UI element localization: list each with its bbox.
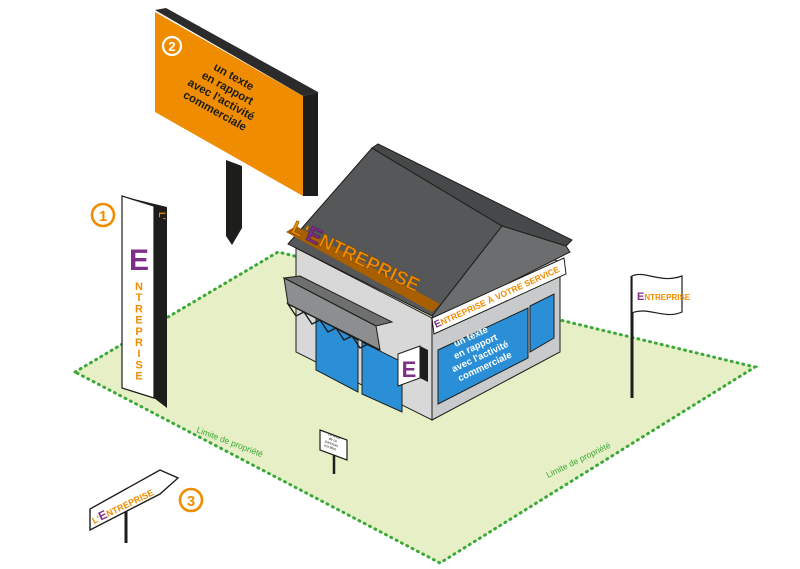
billboard: 2 un texte en rapport avec l'activité co… [155, 8, 318, 245]
flag-cloth [631, 273, 683, 316]
totem-number-badge [90, 202, 116, 228]
shop-roof-sign-back [286, 226, 440, 312]
arrow-sign-number-badge [178, 487, 204, 513]
totem-side-prefix: L' [157, 212, 167, 220]
flag-rest: NTREPRISE [644, 293, 690, 302]
shop-roof-ridge [371, 143, 573, 247]
shop-front-window-right [361, 341, 403, 413]
shop-building: un texte en rapport avec l'activité comm… [282, 143, 573, 421]
arrow-sign-board [89, 469, 180, 532]
shop-blade-sign-edge [420, 346, 428, 382]
totem-letter: S [135, 359, 142, 371]
billboard-panel [155, 12, 303, 196]
small-panel-line-3: panneau [324, 439, 339, 448]
shop-blade-sign [397, 345, 421, 387]
totem-letters: NTREPRISE [135, 281, 143, 383]
shop-side-banner [431, 257, 567, 335]
totem-number: 1 [99, 208, 107, 225]
small-panel-line-1: Le texte [328, 432, 341, 440]
small-panel-line-2: de ce [328, 437, 338, 444]
totem-letter: R [135, 303, 143, 315]
billboard-number-badge [161, 35, 183, 57]
totem-letter: I [137, 348, 140, 360]
totem-letter: E [135, 371, 142, 383]
totem-letter: N [135, 281, 143, 293]
shop-side-window-panel [437, 307, 529, 405]
totem-letter: T [136, 292, 143, 304]
arrow-sign-prefix: L' [90, 513, 101, 525]
billboard-panel-edge [155, 8, 318, 96]
small-panel-board [319, 429, 348, 461]
small-panel: Le texte de ce panneau est libre [319, 429, 348, 474]
arrow-sign-number: 3 [187, 493, 195, 510]
billboard-number: 2 [168, 39, 175, 54]
arrow-sign: L'ENTREPRISE 3 [89, 469, 204, 543]
shop-blade-initial: E [402, 357, 417, 382]
shop-side-banner-initial: E [433, 318, 444, 331]
totem-face [121, 195, 155, 399]
totem-letter: E [135, 315, 142, 327]
shop-awning-scallops [285, 302, 381, 351]
billboard-post [226, 160, 242, 245]
property-boundary [71, 250, 759, 565]
small-panel-line-4: est libre [324, 443, 337, 451]
totem-sign: 1 L' E NTREPRISE [90, 195, 167, 408]
totem-initial: E [129, 244, 149, 277]
shop-side-door [529, 293, 555, 353]
flag-initial: E [637, 291, 644, 303]
billboard-panel-side [303, 92, 318, 196]
flag: ENTREPRISE [630, 273, 691, 398]
totem-letter: R [135, 337, 143, 349]
totem-letter: P [135, 326, 142, 338]
flag-text: ENTREPRISE [637, 291, 691, 303]
